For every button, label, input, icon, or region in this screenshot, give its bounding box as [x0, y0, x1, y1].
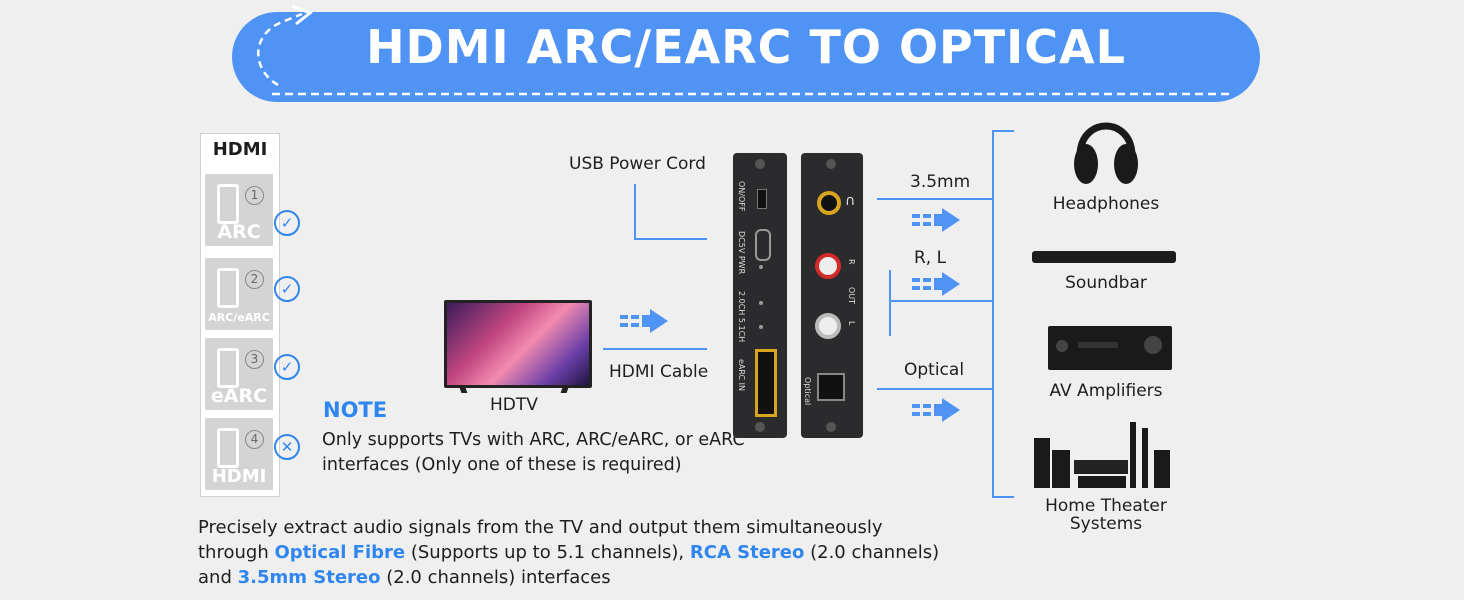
title-banner	[232, 12, 1260, 102]
flow-arrow-icon	[912, 272, 960, 296]
device-label: DC5V PWR	[737, 231, 746, 275]
page-title: HDMI ARC/EARC TO OPTICAL	[366, 20, 1126, 74]
note-text: Only supports TVs with ARC, ARC/eARC, or…	[322, 430, 745, 475]
usb-power-label: USB Power Cord	[569, 154, 706, 174]
usb-line-horizontal	[634, 238, 707, 240]
banner-decoration	[257, 4, 1232, 96]
port-name: eARC	[210, 385, 268, 407]
soundbar-icon	[1032, 251, 1176, 263]
hdmi-port-3: 3 eARC	[205, 338, 273, 410]
hdtv-image	[444, 300, 592, 388]
hdmi-input-port	[755, 349, 777, 417]
output-bracket	[992, 130, 994, 498]
desc-text: (2.0 channels) and	[198, 542, 940, 588]
hdmi-port-icon	[217, 428, 239, 468]
rca-right-jack	[815, 253, 841, 279]
hdmi-port-icon	[217, 184, 239, 224]
check-icon: ✓	[274, 276, 300, 302]
bottom-description: Precisely extract audio signals from the…	[198, 515, 958, 590]
output-label-headphones: Headphones	[1052, 194, 1160, 214]
tv-stand-right	[560, 385, 570, 393]
hdmi-cable-line	[603, 348, 707, 350]
headphone-jack	[817, 191, 841, 215]
port-number: 3	[245, 350, 264, 369]
device-label: OUT	[847, 287, 856, 305]
port-name: HDMI	[211, 466, 267, 487]
power-led	[759, 265, 763, 269]
line-rca-vertical	[889, 270, 891, 336]
usb-c-port	[755, 229, 771, 261]
desc-highlight: Optical Fibre	[274, 542, 406, 563]
power-switch	[757, 189, 767, 209]
device-label: R	[847, 259, 856, 265]
hdtv-label: HDTV	[490, 395, 538, 415]
hdmi-port-1: 1 ARC	[205, 174, 273, 246]
desc-highlight: 3.5mm Stereo	[237, 567, 381, 588]
output-label-av-amplifiers: AV Amplifiers	[1049, 381, 1163, 401]
hdmi-port-icon	[217, 348, 239, 388]
desc-text: Precisely extract audio signals from the…	[198, 517, 883, 563]
usb-line-vertical	[634, 184, 636, 240]
av-amplifier-icon	[1048, 326, 1172, 370]
output-label-soundbar: Soundbar	[1065, 273, 1147, 293]
device-label: eARC IN	[737, 359, 746, 392]
device-label: 2.0CH 5.1CH	[737, 291, 746, 343]
cross-icon: ✕	[274, 434, 300, 460]
flow-arrow-icon	[912, 208, 960, 232]
hdmi-port-2: 2 ARC/eARC	[205, 258, 273, 330]
label-rl: R, L	[914, 248, 947, 268]
port-number: 1	[245, 186, 264, 205]
rca-left-jack	[815, 313, 841, 339]
hdmi-cable-label: HDMI Cable	[609, 362, 709, 382]
home-theater-icon	[1034, 422, 1170, 488]
desc-text: (2.0 channels) interfaces	[380, 567, 611, 588]
headphone-icon: ∩	[845, 193, 856, 209]
port-number: 4	[245, 430, 264, 449]
line-rca	[889, 300, 993, 302]
hdmi-port-panel: HDMI 1 ARC 2 ARC/eARC 3 eARC 4 HDMI	[200, 133, 280, 497]
line-35mm	[877, 198, 993, 200]
output-label-home-theater: Home Theater Systems	[1045, 496, 1167, 534]
headphones-icon	[1074, 122, 1138, 184]
label-35mm: 3.5mm	[910, 172, 971, 192]
hdmi-panel-header: HDMI	[212, 139, 268, 160]
desc-text: (Supports up to 5.1 channels),	[405, 542, 690, 563]
port-number: 2	[245, 270, 264, 289]
flow-arrow-icon	[912, 398, 960, 422]
check-icon: ✓	[274, 210, 300, 236]
label-optical: Optical	[904, 360, 965, 380]
port-name: ARC	[217, 221, 261, 243]
note-title: NOTE	[323, 398, 388, 422]
device-label: ON/OFF	[737, 181, 746, 212]
flow-arrow-icon	[620, 309, 668, 333]
optical-port	[817, 373, 845, 401]
port-name: ARC/eARC	[208, 311, 270, 324]
converter-output-side: ∩ R OUT L Optical	[801, 153, 863, 438]
line-optical	[877, 388, 993, 390]
device-label: Optical	[803, 377, 812, 406]
desc-highlight: RCA Stereo	[689, 542, 805, 563]
hdmi-port-4: 4 HDMI	[205, 418, 273, 490]
hdmi-port-icon	[217, 268, 239, 308]
device-label: L	[847, 321, 856, 326]
check-icon: ✓	[274, 354, 300, 380]
converter-input-side: ON/OFF DC5V PWR 2.0CH 5.1CH eARC IN	[733, 153, 787, 438]
